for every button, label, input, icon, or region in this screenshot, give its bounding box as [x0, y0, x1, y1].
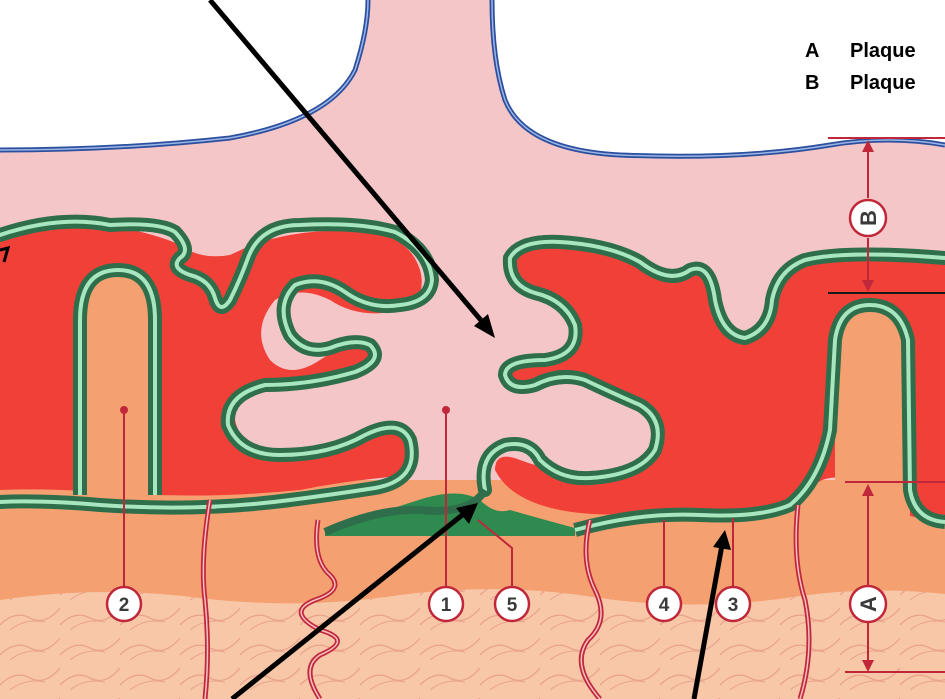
callout-3: 3 — [716, 587, 750, 621]
svg-text:3: 3 — [728, 595, 739, 616]
svg-text:4: 4 — [659, 595, 670, 616]
svg-text:1: 1 — [441, 595, 452, 616]
legend-text-a: Plaque — [850, 40, 916, 62]
connective-tissue-left — [0, 222, 422, 496]
svg-text:5: 5 — [507, 595, 518, 616]
dermal-papilla-left — [80, 270, 155, 495]
callout-4: 4 — [647, 587, 681, 621]
dermal-papilla-right — [835, 305, 910, 520]
svg-text:2: 2 — [119, 595, 130, 616]
svg-text:B: B — [856, 210, 881, 226]
legend-key-a: A — [805, 40, 850, 63]
callout-2: 2 — [107, 587, 141, 621]
svg-text:A: A — [856, 596, 881, 612]
callout-5: 5 — [495, 587, 529, 621]
legend-key-b: B — [805, 72, 850, 95]
callout-1: 1 — [429, 587, 463, 621]
legend-text-b: Plaque — [850, 72, 916, 94]
